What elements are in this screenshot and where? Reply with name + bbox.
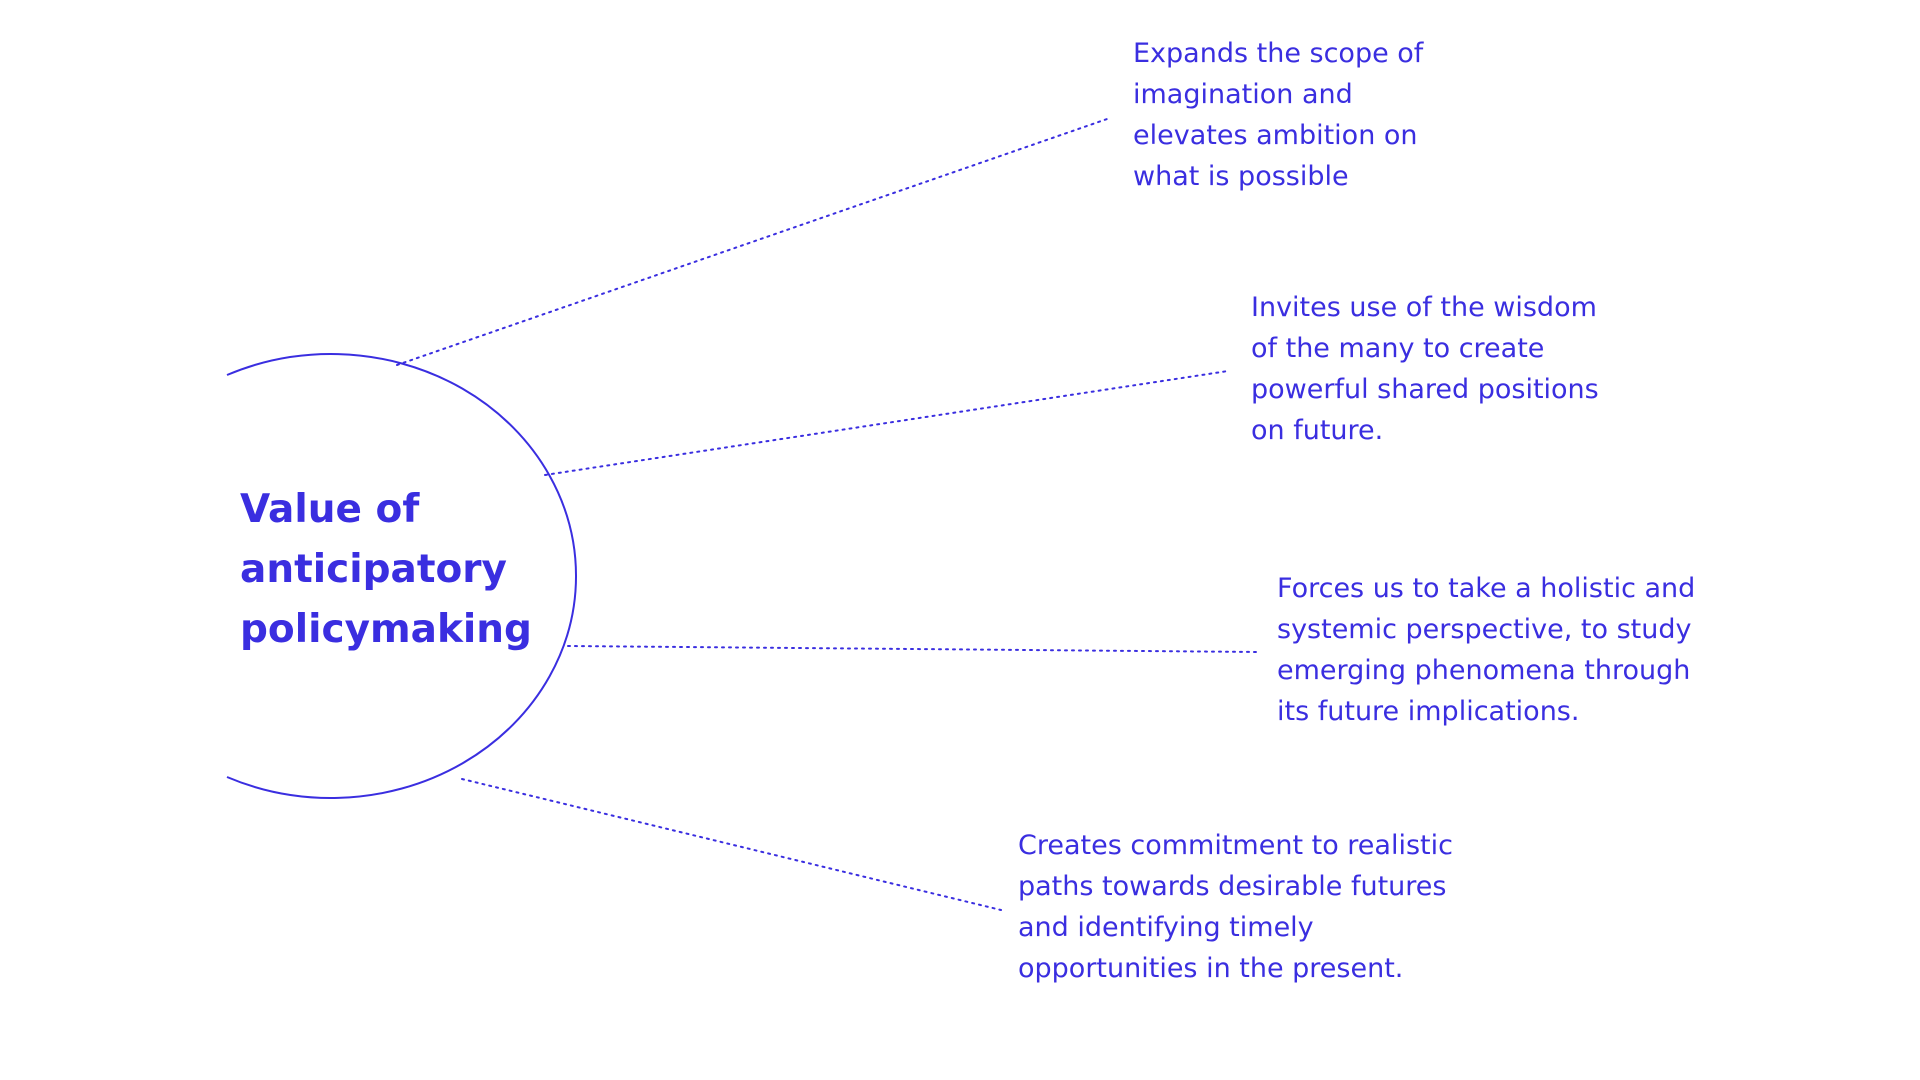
benefit-commitment: Creates commitment to realistic paths to… xyxy=(1018,825,1453,989)
connector-line-2 xyxy=(544,370,1229,476)
center-title-line: anticipatory xyxy=(240,547,507,592)
benefit-line: systemic perspective, to study xyxy=(1277,614,1692,645)
benefit-holistic-perspective: Forces us to take a holistic and systemi… xyxy=(1277,568,1695,732)
benefit-line: Forces us to take a holistic and xyxy=(1277,573,1696,604)
benefit-line: emerging phenomena through xyxy=(1277,655,1691,686)
center-circle-arc xyxy=(226,353,578,799)
benefit-wisdom-of-many: Invites use of the wisdom of the many to… xyxy=(1251,287,1599,451)
connector-line-1 xyxy=(396,117,1111,366)
connector-line-3 xyxy=(567,645,1258,653)
benefit-line: of the many to create xyxy=(1251,333,1545,364)
benefit-line: Creates commitment to realistic xyxy=(1018,830,1453,861)
benefit-line: imagination and xyxy=(1133,79,1353,110)
center-title-line: Value of xyxy=(240,487,420,532)
benefit-line: paths towards desirable futures xyxy=(1018,871,1447,902)
benefit-imagination: Expands the scope of imagination and ele… xyxy=(1133,33,1423,197)
center-title: Value of anticipatory policymaking xyxy=(240,480,570,660)
benefit-line: elevates ambition on xyxy=(1133,120,1418,151)
benefit-line: its future implications. xyxy=(1277,696,1580,727)
benefit-line: what is possible xyxy=(1133,161,1349,192)
benefit-line: Expands the scope of xyxy=(1133,38,1424,69)
benefit-line: powerful shared positions xyxy=(1251,374,1599,405)
benefit-line: opportunities in the present. xyxy=(1018,953,1404,984)
connector-line-4 xyxy=(461,778,1002,911)
benefit-line: and identifying timely xyxy=(1018,912,1314,943)
benefit-line: Invites use of the wisdom xyxy=(1251,292,1597,323)
benefit-line: on future. xyxy=(1251,415,1384,446)
center-title-line: policymaking xyxy=(240,607,532,652)
